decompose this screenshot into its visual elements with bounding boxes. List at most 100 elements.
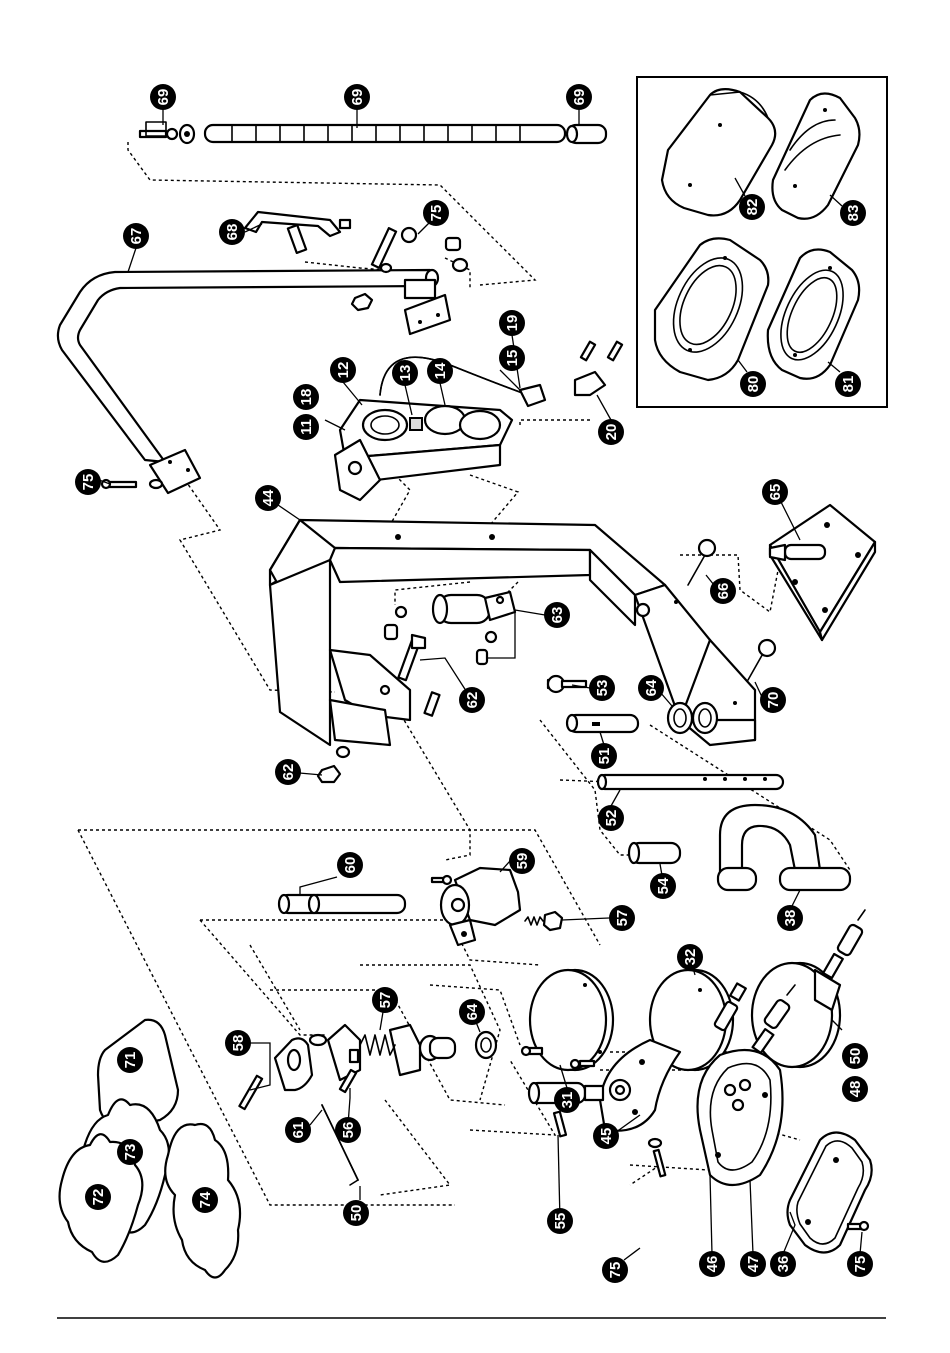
callout-73: 73 [117, 1139, 143, 1165]
callout-56: 56 [335, 1117, 361, 1143]
svg-text:57: 57 [377, 992, 394, 1009]
svg-text:56: 56 [340, 1122, 357, 1139]
callout-52: 52 [598, 805, 624, 831]
svg-text:81: 81 [840, 376, 857, 393]
svg-text:50: 50 [348, 1205, 365, 1222]
svg-text:82: 82 [744, 199, 761, 216]
svg-text:75: 75 [852, 1256, 869, 1273]
svg-text:66: 66 [715, 583, 732, 600]
svg-text:54: 54 [655, 877, 672, 894]
callout-75: 75 [602, 1257, 628, 1283]
svg-text:53: 53 [594, 680, 611, 697]
callout-65: 65 [762, 479, 788, 505]
callout-45: 45 [593, 1123, 619, 1149]
svg-text:69: 69 [571, 89, 588, 106]
svg-text:59: 59 [514, 853, 531, 870]
svg-text:68: 68 [224, 224, 241, 241]
callout-50: 50 [842, 1043, 868, 1069]
svg-text:63: 63 [549, 607, 566, 624]
callout-72: 72 [85, 1184, 111, 1210]
callout-69: 69 [150, 84, 176, 110]
callout-80: 80 [740, 371, 766, 397]
svg-text:83: 83 [845, 205, 862, 222]
callout-83: 83 [840, 200, 866, 226]
callout-13: 13 [392, 360, 418, 386]
part-71-74-pads [60, 1020, 240, 1278]
svg-text:47: 47 [745, 1256, 762, 1273]
callout-57: 57 [372, 987, 398, 1013]
callout-62: 62 [459, 687, 485, 713]
svg-text:73: 73 [122, 1144, 139, 1161]
svg-text:18: 18 [298, 389, 315, 406]
inset-seat-variants [637, 77, 887, 407]
callout-12: 12 [330, 357, 356, 383]
svg-text:13: 13 [397, 365, 414, 382]
callout-51: 51 [591, 743, 617, 769]
svg-text:72: 72 [90, 1189, 107, 1206]
svg-text:58: 58 [230, 1035, 247, 1052]
svg-text:71: 71 [122, 1052, 139, 1069]
callout-82: 82 [739, 194, 765, 220]
svg-text:75: 75 [80, 474, 97, 491]
svg-text:70: 70 [765, 692, 782, 709]
svg-text:57: 57 [614, 910, 631, 927]
svg-text:62: 62 [464, 692, 481, 709]
svg-text:46: 46 [704, 1256, 721, 1273]
callout-47: 47 [740, 1251, 766, 1277]
svg-text:14: 14 [432, 362, 449, 379]
callout-62: 62 [275, 759, 301, 785]
callout-38: 38 [777, 905, 803, 931]
svg-text:80: 80 [745, 376, 762, 393]
part-54-sleeve [629, 843, 680, 863]
callout-70: 70 [760, 687, 786, 713]
callout-61: 61 [285, 1117, 311, 1143]
svg-text:36: 36 [775, 1256, 792, 1273]
callout-75: 75 [847, 1251, 873, 1277]
callout-64: 64 [459, 999, 485, 1025]
part-60-tube [279, 895, 405, 913]
callout-69: 69 [344, 84, 370, 110]
callout-81: 81 [835, 371, 861, 397]
callout-19: 19 [499, 310, 525, 336]
svg-text:74: 74 [197, 1191, 214, 1208]
callout-36: 36 [770, 1251, 796, 1277]
part-69-rod [140, 122, 606, 143]
callout-48: 48 [842, 1076, 868, 1102]
svg-text:67: 67 [128, 228, 145, 245]
svg-text:50: 50 [847, 1048, 864, 1065]
callout-64: 64 [638, 675, 664, 701]
svg-text:51: 51 [596, 748, 613, 765]
svg-text:19: 19 [504, 315, 521, 332]
callout-58: 58 [225, 1030, 251, 1056]
svg-text:52: 52 [603, 810, 620, 827]
callout-50: 50 [343, 1200, 369, 1226]
part-61-rod [322, 1105, 358, 1185]
part-59-hinge-block [432, 868, 562, 945]
svg-text:48: 48 [847, 1081, 864, 1098]
svg-text:65: 65 [767, 484, 784, 501]
svg-text:15: 15 [504, 350, 521, 367]
callout-44: 44 [255, 485, 281, 511]
svg-text:75: 75 [607, 1262, 624, 1279]
svg-text:38: 38 [782, 910, 799, 927]
callout-60: 60 [337, 852, 363, 878]
part-52-shaft [598, 775, 783, 789]
svg-text:64: 64 [643, 679, 660, 696]
part-38-u-handle [718, 805, 850, 890]
callout-55: 55 [547, 1208, 573, 1234]
callout-71: 71 [117, 1047, 143, 1073]
callout-67: 67 [123, 223, 149, 249]
svg-text:31: 31 [559, 1092, 576, 1109]
svg-text:44: 44 [260, 489, 277, 506]
callout-15: 15 [499, 345, 525, 371]
svg-text:20: 20 [603, 424, 620, 441]
callout-75: 75 [75, 469, 101, 495]
part-48-motor-disc [752, 910, 865, 1067]
svg-text:12: 12 [335, 362, 352, 379]
callout-54: 54 [650, 873, 676, 899]
svg-text:69: 69 [155, 89, 172, 106]
callout-63: 63 [544, 602, 570, 628]
part-36-cover [788, 1133, 872, 1253]
svg-text:62: 62 [280, 764, 297, 781]
